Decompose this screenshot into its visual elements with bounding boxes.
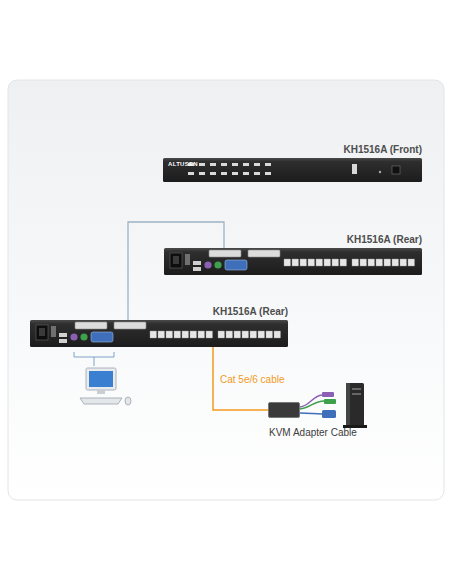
device-label: KH1516A (Rear) <box>347 234 422 245</box>
device-unit: KH1516A (Rear) <box>30 320 288 347</box>
computer-icon <box>80 368 131 405</box>
console-computer <box>74 352 114 366</box>
brand-logo: ALTUSEN <box>168 161 198 168</box>
rear-unit <box>164 248 422 275</box>
adapter-plugs <box>300 392 336 418</box>
device-label: KH1516A (Front) <box>343 144 422 155</box>
front-unit <box>163 158 422 182</box>
device-label: KH1516A (Rear) <box>213 306 288 317</box>
device-unit: ALTUSENKH1516A (Front) <box>163 158 422 182</box>
cable-line <box>128 222 224 320</box>
device-unit: KH1516A (Rear) <box>164 248 422 275</box>
cable-label: Cat 5e/6 cable <box>220 374 285 385</box>
adapter-box: KVM Adapter Cable <box>268 402 300 418</box>
rear-unit <box>30 320 288 347</box>
device-label: KVM Adapter Cable <box>269 427 357 438</box>
tower-pc <box>343 383 367 428</box>
